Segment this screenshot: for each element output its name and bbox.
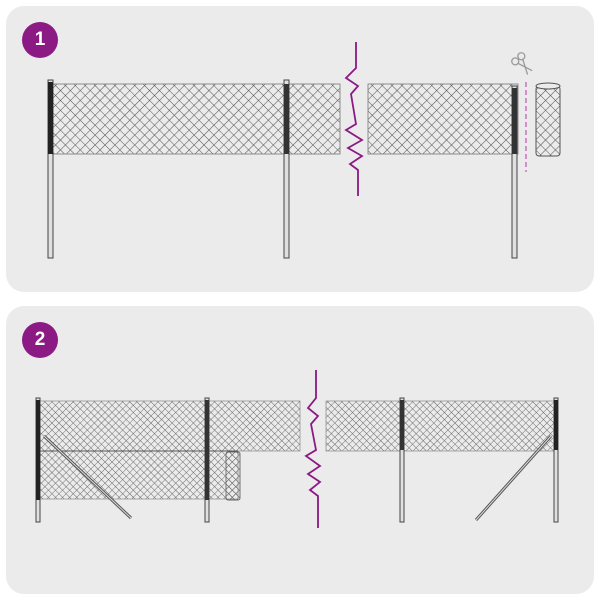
step-2-badge: 2	[22, 322, 58, 358]
break-mark	[304, 370, 322, 528]
scissors-icon	[511, 52, 533, 75]
mesh-roll	[535, 82, 561, 157]
fence-post	[35, 397, 41, 523]
fence-post	[283, 79, 290, 259]
step-1-illustration	[47, 42, 561, 259]
step-1-badge: 1	[22, 22, 58, 58]
fence-post	[399, 397, 405, 523]
fence-mesh-left	[49, 83, 341, 155]
step-2-panel: 2	[6, 306, 594, 594]
fence-post	[553, 397, 559, 523]
fence-mesh-left-upper	[37, 400, 301, 452]
mesh-roll	[225, 451, 241, 501]
fence-mesh-right	[325, 400, 559, 452]
fence-post	[204, 397, 210, 523]
break-mark	[344, 42, 364, 196]
fence-post	[511, 85, 518, 259]
fence-mesh-right	[367, 83, 519, 155]
fence-post	[47, 79, 54, 259]
step-1-panel: 1	[6, 6, 594, 292]
step-2-illustration	[35, 370, 559, 528]
